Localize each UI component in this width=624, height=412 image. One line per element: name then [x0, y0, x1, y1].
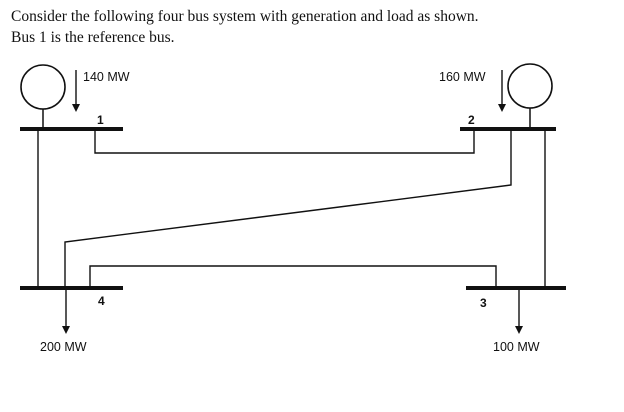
generator-1-symbol: [20, 64, 66, 110]
generator-bus-1: [20, 64, 66, 129]
problem-statement: Consider the following four bus system w…: [11, 6, 611, 48]
gen-2-label: 160 MW: [439, 70, 486, 84]
line-2-4: [64, 129, 512, 288]
problem-line-1: Consider the following four bus system w…: [11, 8, 479, 25]
load-3-label: 100 MW: [493, 340, 540, 354]
line-4-3: [89, 265, 497, 288]
load-4-label: 200 MW: [40, 340, 87, 354]
bus-4-number: 4: [98, 294, 105, 308]
bus-3-number: 3: [480, 296, 487, 310]
generator-2-symbol: [507, 63, 553, 109]
bus-1-number: 1: [97, 113, 104, 127]
generator-bus-2: [507, 63, 553, 129]
problem-line-2: Bus 1 is the reference bus.: [11, 29, 175, 46]
bus-2-number: 2: [468, 113, 475, 127]
gen-1-label: 140 MW: [83, 70, 130, 84]
line-1-2: [94, 129, 475, 154]
